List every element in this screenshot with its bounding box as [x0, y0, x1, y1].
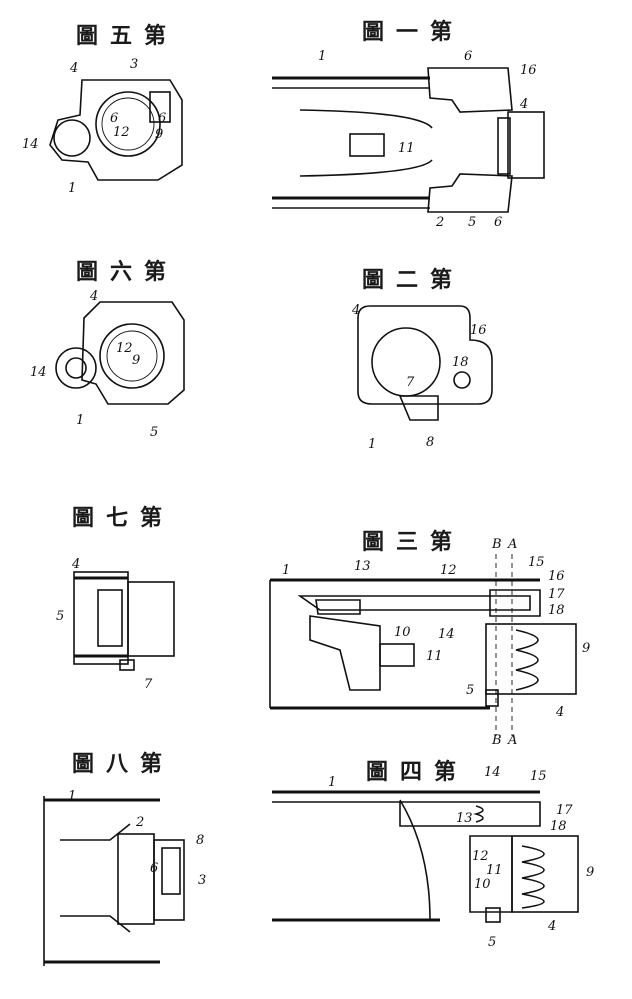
- fig1-label-2: 2: [435, 215, 444, 230]
- fig4-label-11: 11: [486, 863, 503, 878]
- fig4-label-13: 13: [456, 811, 473, 826]
- fig4-label-5: 5: [488, 935, 496, 950]
- fig7-label-4: 4: [71, 557, 80, 572]
- fig2-title: 圖二第: [362, 267, 465, 293]
- fig4-label-14: 14: [484, 765, 501, 780]
- fig4-label-18: 18: [550, 819, 567, 834]
- fig3-label-16: 16: [548, 569, 565, 584]
- fig3-label-4: 4: [555, 705, 564, 720]
- fig8-label-3: 3: [198, 873, 206, 888]
- fig5-label-9: 9: [155, 127, 163, 142]
- fig5-title: 圖五第: [76, 23, 179, 49]
- fig1-label-16: 16: [520, 63, 537, 78]
- fig1-label-6b: 6: [494, 215, 502, 230]
- fig1-label-6: 6: [464, 49, 472, 64]
- fig4-label-12: 12: [472, 849, 489, 864]
- fig1-label-5: 5: [468, 215, 476, 230]
- fig3-label-15: 15: [528, 555, 545, 570]
- fig2-label-18: 18: [452, 355, 469, 370]
- fig4-label-9: 9: [586, 865, 594, 880]
- fig3-label-12: 12: [440, 563, 457, 578]
- fig2-label-4: 4: [351, 303, 360, 318]
- fig4-label-15: 15: [530, 769, 547, 784]
- fig6-label-12: 12: [116, 341, 133, 356]
- fig3-title: 圖三第: [362, 529, 465, 555]
- fig3-label-A: A: [507, 537, 517, 552]
- fig3-label-9: 9: [582, 641, 590, 656]
- fig5-label-12: 12: [113, 125, 130, 140]
- fig4-label-4: 4: [547, 919, 556, 934]
- fig1-label-1: 1: [318, 49, 326, 64]
- fig2-label-7: 7: [406, 375, 415, 390]
- fig5-label-4: 4: [69, 61, 78, 76]
- fig3-label-5: 5: [466, 683, 474, 698]
- fig2-label-16: 16: [470, 323, 487, 338]
- fig1-title: 圖一第: [362, 19, 465, 45]
- fig4-label-17: 17: [556, 803, 573, 818]
- fig8-label-2: 2: [135, 815, 144, 830]
- fig5-label-3: 3: [130, 57, 138, 72]
- fig4-label-1: 1: [328, 775, 336, 790]
- fig8-title: 圖八第: [72, 751, 175, 777]
- fig3-label-13: 13: [354, 559, 371, 574]
- fig7-label-5: 5: [56, 609, 64, 624]
- fig6-label-9: 9: [132, 353, 140, 368]
- fig6-label-14: 14: [30, 365, 47, 380]
- fig6-title: 圖六第: [76, 259, 179, 285]
- fig5-label-6b: 6: [158, 111, 166, 126]
- fig5-label-1: 1: [68, 181, 76, 196]
- fig3-label-14: 14: [438, 627, 455, 642]
- fig8-label-8: 8: [196, 833, 204, 848]
- fig7-title: 圖七第: [72, 505, 175, 531]
- fig3-label-B: B: [491, 537, 502, 552]
- fig3-label-B2: B: [491, 733, 502, 748]
- fig2-label-8: 8: [426, 435, 434, 450]
- fig2-label-1: 1: [368, 437, 376, 452]
- fig1-label-4: 4: [519, 97, 528, 112]
- fig3-label-11: 11: [426, 649, 443, 664]
- fig4-title: 圖四第: [366, 759, 469, 785]
- fig6-label-5: 5: [150, 425, 158, 440]
- fig3-label-17: 17: [548, 587, 565, 602]
- fig1-label-11: 11: [398, 141, 415, 156]
- fig3-label-10: 10: [394, 625, 411, 640]
- fig3-label-1: 1: [282, 563, 290, 578]
- fig5-label-6a: 6: [110, 111, 118, 126]
- fig7-label-7: 7: [144, 677, 153, 692]
- fig8-label-6: 6: [150, 861, 158, 876]
- fig8-label-1: 1: [68, 789, 76, 804]
- fig3-label-18: 18: [548, 603, 565, 618]
- fig5-label-14: 14: [22, 137, 39, 152]
- fig6-label-4: 4: [89, 289, 98, 304]
- fig3-label-A2: A: [507, 733, 517, 748]
- fig6-label-1: 1: [76, 413, 84, 428]
- fig4-label-10: 10: [474, 877, 491, 892]
